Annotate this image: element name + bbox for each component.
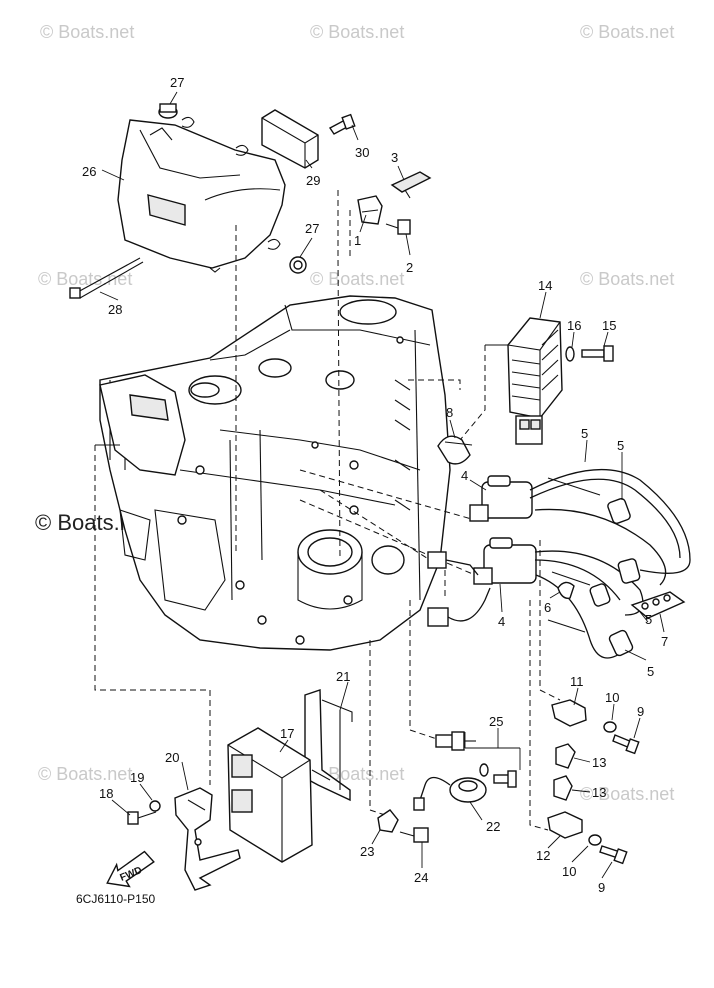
callout-8: 8 <box>446 405 453 420</box>
diagram-code: 6CJ6110-P150 <box>76 892 155 906</box>
callout-29: 29 <box>306 173 320 188</box>
watermark: © Boats.net <box>580 22 674 42</box>
callout-24: 24 <box>414 870 428 885</box>
callout-27: 27 <box>305 221 319 236</box>
part-1-bracket[interactable] <box>357 195 383 225</box>
callout-5: 5 <box>581 426 588 441</box>
part-11-bracket[interactable] <box>551 699 587 727</box>
spark-plug-tips <box>547 477 601 633</box>
callout-26: 26 <box>82 164 96 179</box>
callout-2: 2 <box>406 260 413 275</box>
watermark: © Boats.net <box>310 269 404 289</box>
callout-20: 20 <box>165 750 179 765</box>
callout-9: 9 <box>598 880 605 895</box>
part-10-washer-lower[interactable] <box>588 834 602 846</box>
callout-5: 5 <box>645 612 652 627</box>
callout-7: 7 <box>661 634 668 649</box>
part-13-clip-upper[interactable] <box>555 743 576 769</box>
fwd-direction-arrow: FWD <box>106 850 155 888</box>
part-29-relay-box[interactable] <box>261 109 319 169</box>
callout-22: 22 <box>486 819 500 834</box>
callout-23: 23 <box>360 844 374 859</box>
callout-10: 10 <box>562 864 576 879</box>
callout-13: 13 <box>592 755 606 770</box>
callout-4: 4 <box>498 614 505 629</box>
part-28-cable-tie[interactable] <box>69 257 144 299</box>
callout-9: 9 <box>637 704 644 719</box>
callout-10: 10 <box>605 690 619 705</box>
callout-6: 6 <box>544 600 551 615</box>
callout-30: 30 <box>355 145 369 160</box>
callout-18: 18 <box>99 786 113 801</box>
part-25-sensor[interactable] <box>435 731 476 751</box>
part-27-grommet-lower[interactable] <box>289 256 307 274</box>
part-3-bracket[interactable] <box>390 171 432 199</box>
part-19-washer[interactable] <box>149 800 161 812</box>
callout-14: 14 <box>538 278 552 293</box>
callout-25: 25 <box>489 714 503 729</box>
part-20-bracket-assembly[interactable] <box>174 787 241 891</box>
callout-1: 1 <box>354 233 361 248</box>
part-4-ignition-coil-lower[interactable] <box>473 537 537 585</box>
part-6-clip[interactable] <box>557 581 575 599</box>
callout-21: 21 <box>336 669 350 684</box>
part-27-grommet-top[interactable] <box>158 103 178 119</box>
part-5-plug-leads[interactable] <box>529 469 691 659</box>
reference-lines <box>94 190 561 831</box>
callout-27: 27 <box>170 75 184 90</box>
coil-connector-upper <box>427 551 479 576</box>
callout-28: 28 <box>108 302 122 317</box>
part-7-lead-holder[interactable] <box>630 591 686 619</box>
watermark: © Boats.net <box>580 269 674 289</box>
part-17-ecu[interactable] <box>227 727 313 863</box>
callout-3: 3 <box>391 150 398 165</box>
callout-13: 13 <box>592 785 606 800</box>
callout-11: 11 <box>570 674 584 689</box>
part-23-terminal[interactable] <box>377 809 399 833</box>
callout-15: 15 <box>602 318 616 333</box>
part-9-bolt-upper[interactable] <box>612 734 640 755</box>
watermark: © Boats.net <box>310 22 404 42</box>
clip-icon <box>235 144 249 156</box>
coil-connector-lower <box>427 587 491 627</box>
watermark: © Boats.net <box>38 269 132 289</box>
engine-block <box>99 295 451 651</box>
callout-labels: 27 26 27 28 29 30 3 1 2 14 16 15 8 4 4 5… <box>82 75 668 895</box>
watermark: © Boats.net <box>38 764 132 784</box>
part-9-bolt-lower[interactable] <box>599 845 628 865</box>
callout-5: 5 <box>647 664 654 679</box>
part-24-bolt[interactable] <box>399 827 429 843</box>
part-13-clip-lower[interactable] <box>553 775 573 801</box>
part-10-washer-upper[interactable] <box>603 721 617 733</box>
part-25-washer-bolt[interactable] <box>479 763 517 788</box>
part-26-top-cover[interactable] <box>117 119 286 273</box>
part-2-bolt[interactable] <box>385 219 411 235</box>
part-16-washer[interactable] <box>565 346 575 362</box>
part-30-bolt[interactable] <box>328 113 356 135</box>
part-8-clamp[interactable] <box>437 435 473 465</box>
callout-16: 16 <box>567 318 581 333</box>
part-22-knock-sensor[interactable] <box>413 776 487 811</box>
callout-19: 19 <box>130 770 144 785</box>
watermark: © Boats.net <box>40 22 134 42</box>
part-4-ignition-coil-upper[interactable] <box>469 475 533 522</box>
callout-12: 12 <box>536 848 550 863</box>
callout-5: 5 <box>617 438 624 453</box>
part-18-bolt[interactable] <box>127 811 157 825</box>
clip-icon <box>181 116 195 128</box>
part-14-rectifier-regulator[interactable] <box>507 317 563 445</box>
callout-4: 4 <box>461 468 468 483</box>
watermark: © Boats.net <box>580 784 674 804</box>
leader-lines <box>99 91 665 879</box>
part-15-bolt[interactable] <box>581 345 614 362</box>
callout-17: 17 <box>280 726 294 741</box>
part-12-bracket[interactable] <box>547 811 583 839</box>
clip-icon <box>267 238 281 250</box>
